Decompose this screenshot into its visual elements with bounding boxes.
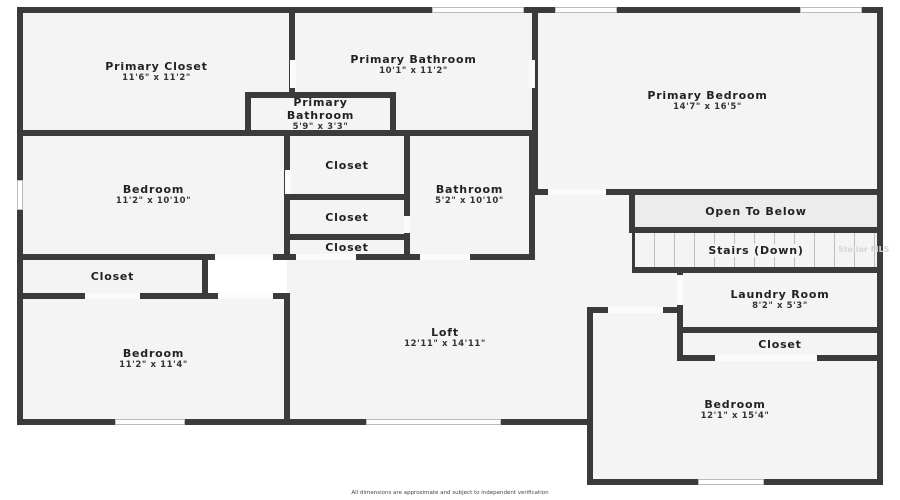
room-name: Primary Closet [105, 59, 208, 73]
room-name: Closet [325, 210, 369, 224]
door-opening [715, 355, 817, 361]
door-opening [296, 254, 356, 260]
window [115, 419, 185, 425]
door-opening [218, 293, 273, 299]
window [432, 7, 524, 13]
door-opening [285, 170, 291, 194]
room-dims: 11'6" x 11'2" [122, 72, 191, 83]
window [800, 7, 862, 13]
bedroom-3-extension-left-wall [587, 307, 593, 361]
bedroom-3-extension-floor [593, 313, 677, 361]
window [555, 7, 617, 13]
door-opening [420, 254, 470, 260]
watermark: Stellar MLS [838, 245, 890, 254]
room-name: Primary Bathroom [286, 95, 355, 122]
window [698, 479, 764, 485]
room-closet-1: Closet [284, 130, 410, 200]
door-opening [548, 189, 606, 195]
room-dims: 12'1" x 15'4" [700, 411, 770, 421]
room-name: Stairs (Down) [706, 243, 806, 257]
room-name: Laundry Room [730, 288, 830, 301]
room-dims: 12'11" x 14'11" [404, 339, 486, 349]
door-opening [677, 275, 683, 305]
room-name: Bedroom [122, 183, 185, 196]
room-name: Primary Bathroom [350, 53, 477, 66]
room-name: Bedroom [122, 347, 185, 360]
door-opening [290, 60, 296, 88]
room-name: Loft [431, 326, 459, 339]
room-dims: 14'7" x 16'5" [673, 102, 742, 112]
room-name: Bedroom [704, 398, 766, 411]
room-name: Closet [90, 270, 135, 283]
room-open-to-below: Open To Below [629, 189, 883, 233]
room-dims: 11'2" x 10'10" [115, 196, 192, 206]
room-name: Closet [758, 337, 802, 351]
door-opening [529, 60, 535, 88]
room-dims: 5'2" x 10'10" [435, 196, 504, 206]
door-opening [85, 293, 140, 299]
room-name: Closet [325, 240, 369, 254]
room-name: Bathroom [435, 183, 504, 196]
room-name: Open To Below [705, 204, 807, 218]
room-name: Primary Bedroom [647, 89, 768, 102]
door-opening [404, 216, 410, 233]
door-opening [215, 254, 273, 260]
window [366, 419, 501, 425]
room-dims: 10'1" x 11'2" [379, 66, 448, 76]
room-dims: 8'2" x 5'3" [752, 301, 808, 311]
door-opening [608, 307, 663, 313]
disclaimer-footer: All dimensions are approximate and subje… [351, 490, 549, 496]
room-name: Closet [325, 158, 369, 172]
room-dims: 11'2" x 11'4" [119, 360, 188, 370]
window [17, 180, 23, 210]
room-dims: 5'9" x 3'3" [292, 121, 349, 132]
